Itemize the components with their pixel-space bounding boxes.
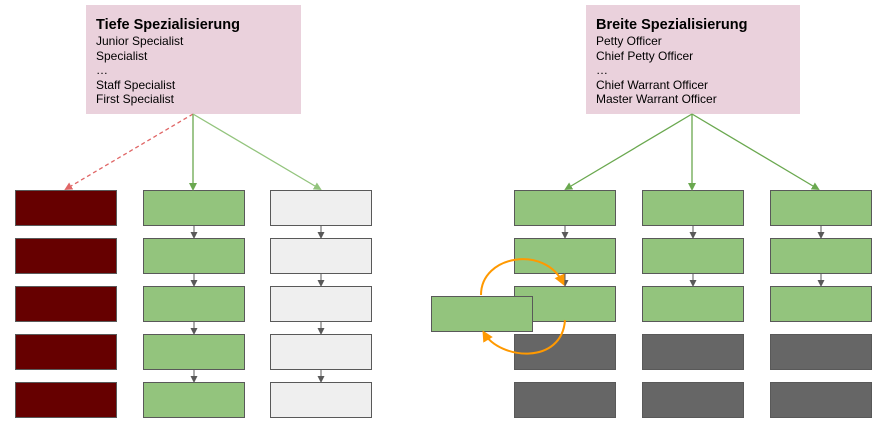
left-column-2-cell <box>143 382 245 418</box>
left-column-1-cell <box>15 190 117 226</box>
left-column-1-cell <box>15 382 117 418</box>
right-header-line: Petty Officer <box>596 34 662 48</box>
right-column-3-cell <box>770 382 872 418</box>
right-column-1-cell <box>514 190 616 226</box>
right-column-2-cell <box>642 238 744 274</box>
left-column-3-cell <box>270 334 372 370</box>
arrow-to-column-1 <box>564 113 693 191</box>
left-header-line: First Specialist <box>96 92 175 106</box>
left-column-3-cell <box>270 190 372 226</box>
right-column-3-cell <box>770 238 872 274</box>
right-header-title: Breite Spezialisierung <box>596 17 748 33</box>
right-column-3-cell <box>770 286 872 322</box>
swapped-cell <box>431 296 533 332</box>
left-column-1-cell <box>15 238 117 274</box>
right-column-2-cell <box>642 286 744 322</box>
left-header-title: Tiefe Spezialisierung <box>96 17 240 33</box>
left-column-2-cell <box>143 286 245 322</box>
left-column-3-cell <box>270 286 372 322</box>
left-column-2-cell <box>143 334 245 370</box>
right-header-line: Master Warrant Officer <box>596 92 717 106</box>
left-column-2-cell <box>143 238 245 274</box>
left-column-2-cell <box>143 190 245 226</box>
right-column-1-cell <box>514 238 616 274</box>
left-header-line: Staff Specialist <box>96 77 176 92</box>
right-column-2-cell <box>642 334 744 370</box>
left-column-3-cell <box>270 238 372 274</box>
left-header-line: … <box>96 63 108 77</box>
right-column-2-cell <box>642 382 744 418</box>
left-column-1-cell <box>15 334 117 370</box>
right-column-1-cell <box>514 382 616 418</box>
right-header-box: Breite Spezialisierung Petty Officer Chi… <box>586 5 800 114</box>
left-column-3-cell <box>270 382 372 418</box>
right-column-1-cell <box>514 334 616 370</box>
right-column-3-cell <box>770 190 872 226</box>
right-header-line: Chief Petty Officer <box>596 48 694 63</box>
arrow-to-column-3 <box>691 113 820 191</box>
arrow-to-inactive-column <box>192 113 322 191</box>
right-header-line: … <box>596 63 608 77</box>
dashed-arrow-rejected <box>64 113 194 191</box>
right-column-2-cell <box>642 190 744 226</box>
left-header-line: Specialist <box>96 48 148 63</box>
left-header-line: Junior Specialist <box>96 34 184 48</box>
right-header-line: Chief Warrant Officer <box>596 77 709 92</box>
left-column-1-cell <box>15 286 117 322</box>
right-column-3-cell <box>770 334 872 370</box>
left-header-box: Tiefe Spezialisierung Junior Specialist … <box>86 5 301 114</box>
